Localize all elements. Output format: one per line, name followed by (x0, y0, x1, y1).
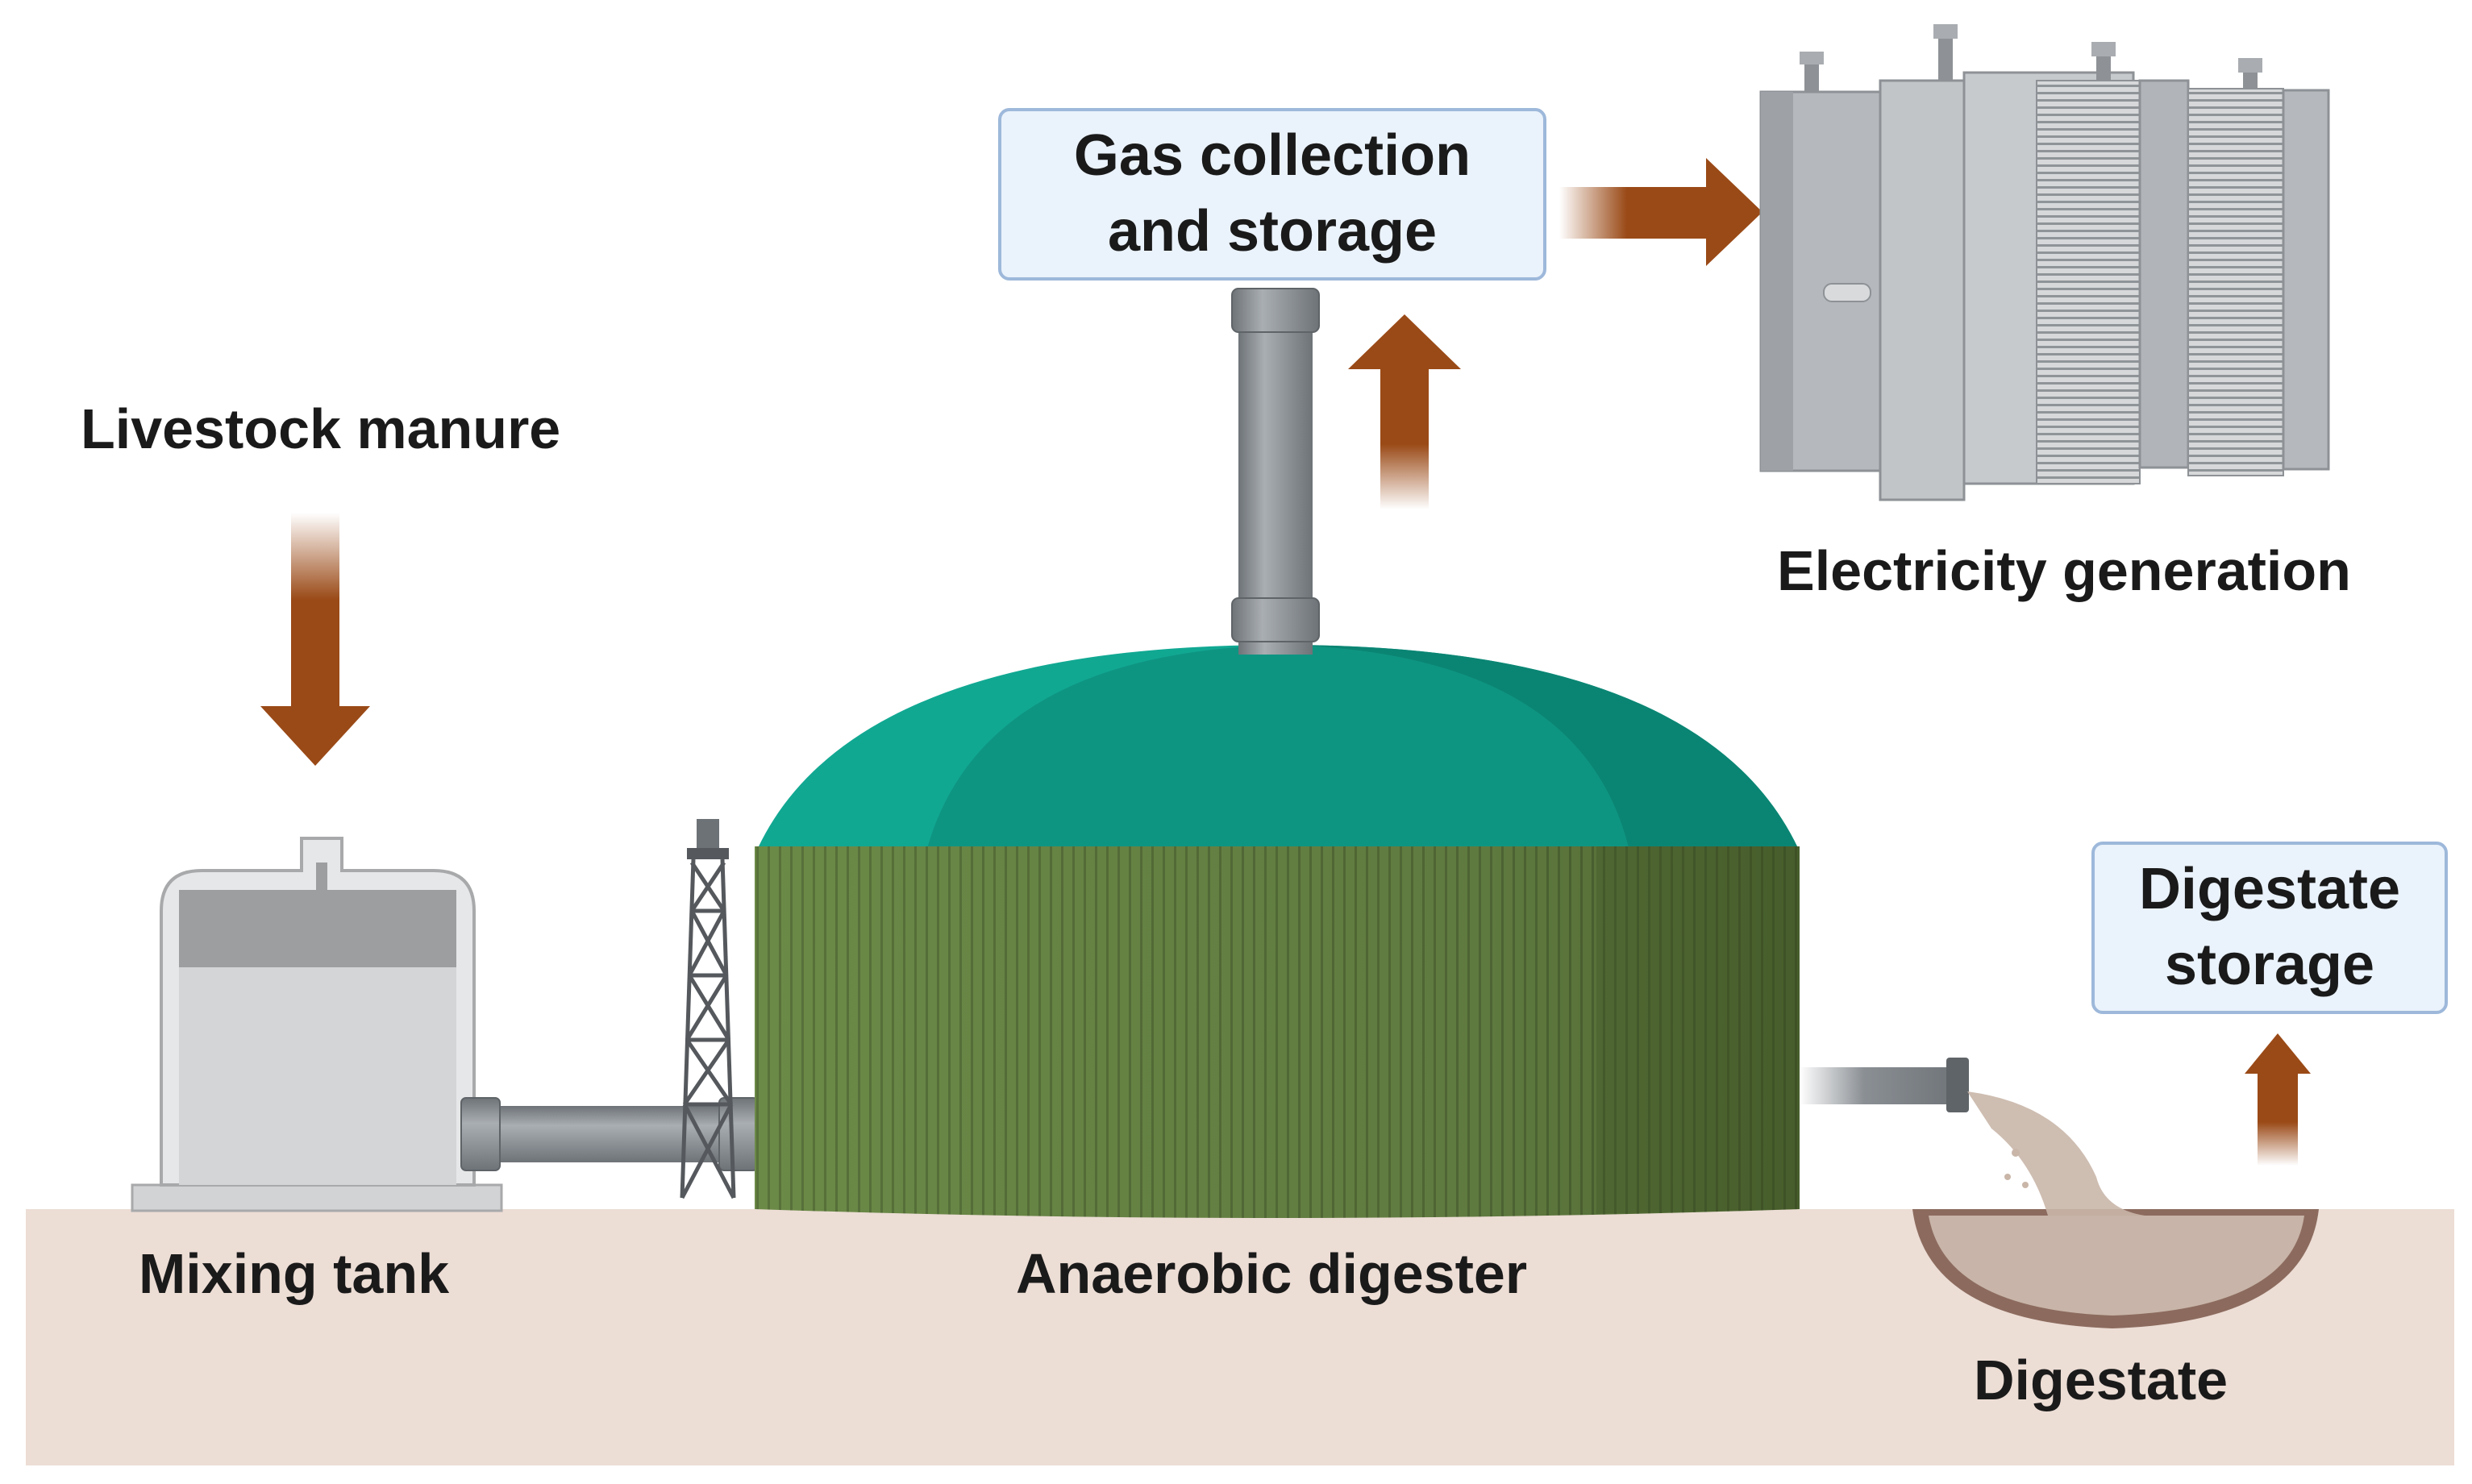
digestate-storage-line2: storage (2164, 933, 2375, 997)
feed-pipe (460, 1097, 759, 1171)
digestate-up-arrow (2245, 1033, 2311, 1166)
generator-unit (1759, 24, 2330, 501)
manure-down-arrow (260, 513, 370, 766)
gas-collection-box: Gas collection and storage (998, 108, 1546, 281)
digestate-storage-line1: Digestate (2138, 857, 2401, 922)
mixing-tank-label: Mixing tank (139, 1242, 450, 1305)
gas-collection-line1: Gas collection (1073, 123, 1471, 189)
digestate-pit (1912, 1091, 2319, 1328)
electricity-right-arrow (1559, 158, 1762, 266)
digestate-storage-box: Digestate storage (2091, 842, 2448, 1014)
gas-up-arrow (1348, 314, 1461, 509)
electricity-generation-label: Electricity generation (1777, 539, 2351, 602)
livestock-manure-label: Livestock manure (81, 397, 561, 460)
mixing-tank (131, 837, 503, 1212)
lattice-tower (680, 819, 736, 1199)
digester-dome (758, 645, 1798, 848)
anaerobic-digester-label: Anaerobic digester (1016, 1242, 1528, 1305)
gas-pipe (1231, 288, 1320, 655)
gas-collection-line2: and storage (1107, 199, 1438, 264)
digester-wall (755, 846, 1800, 1218)
outlet-pipe (1800, 1058, 1969, 1112)
digestate-label: Digestate (1974, 1349, 2229, 1411)
